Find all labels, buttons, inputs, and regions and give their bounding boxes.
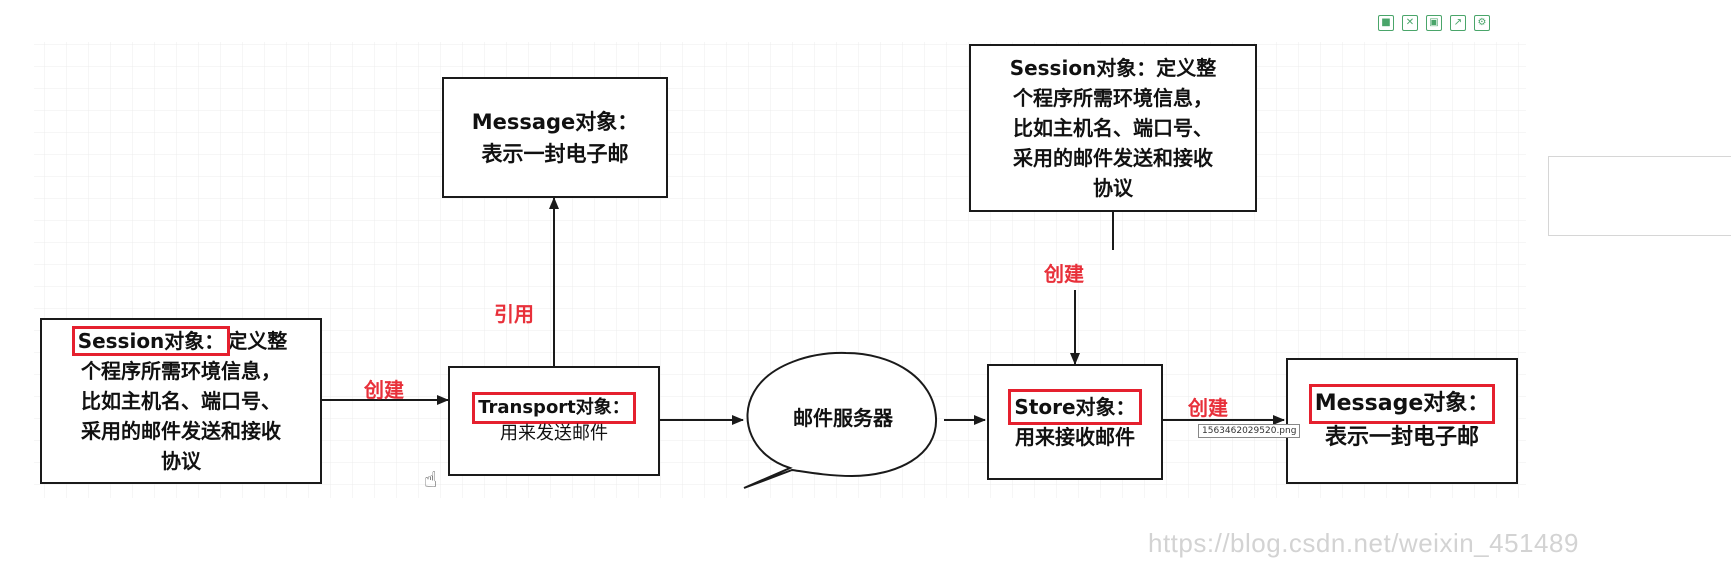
mail-server-shape [743,351,938,489]
session-right-line-2: 个程序所需环境信息， [1013,86,1213,110]
diagram-toolbar: ■ ✕ ▣ ↗ ⚙ [1378,15,1490,31]
session-left-line-2: 个程序所需环境信息， [81,359,281,383]
session-right-line-1: Session对象：定义整 [1009,56,1217,80]
session-left-line-4: 采用的邮件发送和接收 [81,419,281,443]
edge-label-create-2: 创建 [1044,262,1084,286]
message-top-line-1: Message对象： [471,109,639,134]
session-left-highlight: Session对象： [71,326,231,356]
settings-icon[interactable]: ⚙ [1474,15,1490,31]
message-right-line-1: 表示一封电子邮 [1324,425,1479,450]
save-icon[interactable]: ■ [1378,15,1394,31]
watermark: https://blog.csdn.net/weixin_451489 [1148,528,1579,558]
session-right-line-5: 协议 [1093,176,1133,200]
message-right-node: Message对象： 表示一封电子邮 [1286,358,1518,484]
session-right-node: Session对象：定义整 个程序所需环境信息， 比如主机名、端口号、 采用的邮… [969,44,1257,212]
transport-node: Transport对象： 用来发送邮件 [448,366,660,476]
transport-line-1: 用来发送邮件 [500,423,608,444]
session-left-line-3: 比如主机名、端口号、 [81,389,281,413]
transport-highlight: Transport对象： [472,392,636,424]
hand-cursor-icon: ☝ [424,468,438,493]
screen-icon[interactable]: ▣ [1426,15,1442,31]
session-left-line-1: 定义整 [227,329,288,353]
export-icon[interactable]: ↗ [1450,15,1466,31]
store-node: Store对象： 用来接收邮件 [987,364,1163,480]
expand-icon[interactable]: ✕ [1402,15,1418,31]
session-right-line-3: 比如主机名、端口号、 [1013,116,1213,140]
message-top-line-2: 表示一封电子邮 [481,141,629,166]
session-right-line-4: 采用的邮件发送和接收 [1013,146,1213,170]
store-highlight: Store对象： [1008,389,1142,425]
edge-label-create-1: 创建 [364,378,404,402]
edge-label-reference: 引用 [494,302,534,326]
session-left-node: Session对象：定义整 个程序所需环境信息， 比如主机名、端口号、 采用的邮… [40,318,322,484]
image-tooltip: 1563462029520.png [1198,424,1301,438]
side-panel [1548,156,1731,236]
store-line-1: 用来接收邮件 [1015,425,1135,449]
session-left-line-5: 协议 [161,449,201,473]
mail-server-label: 邮件服务器 [793,406,893,430]
message-top-node: Message对象： 表示一封电子邮 [442,77,668,198]
edge-label-create-3: 创建 [1188,396,1228,420]
message-right-highlight: Message对象： [1308,384,1496,424]
